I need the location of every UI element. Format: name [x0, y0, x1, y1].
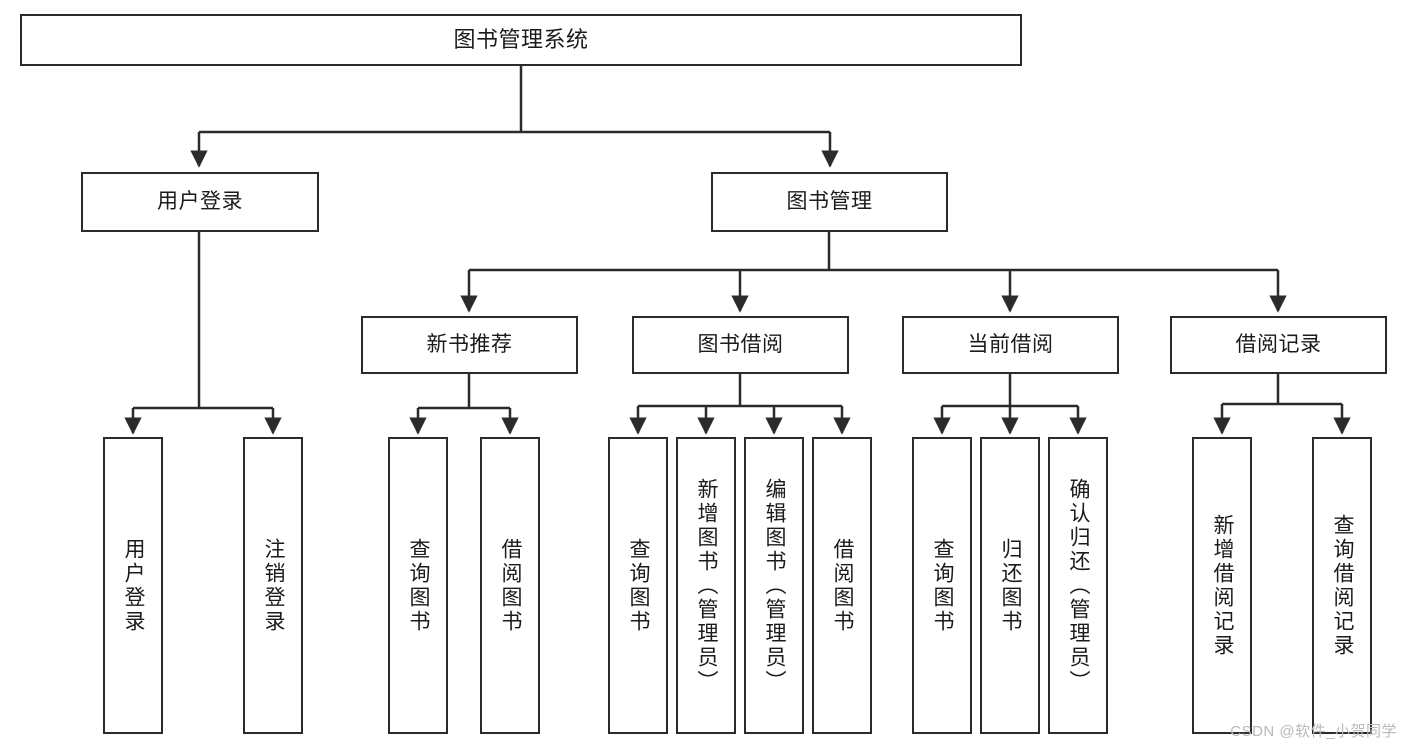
leaf-query-book-recommend[interactable]: 查询图书	[388, 437, 448, 734]
node-root-system[interactable]: 图书管理系统	[20, 14, 1022, 66]
node-label: 图书管理	[786, 189, 873, 213]
leaf-user-login[interactable]: 用户登录	[103, 437, 163, 734]
leaf-add-book-admin[interactable]: 新增图书（管理员）	[676, 437, 736, 734]
node-label: 新书推荐	[426, 332, 513, 356]
node-label: 图书借阅	[697, 332, 784, 356]
node-label: 查询图书	[407, 537, 431, 634]
node-label: 当前借阅	[967, 332, 1054, 356]
node-label: 新增图书（管理员）	[695, 477, 719, 694]
leaf-query-borrow-record[interactable]: 查询借阅记录	[1312, 437, 1372, 734]
node-book-borrow[interactable]: 图书借阅	[632, 316, 849, 374]
node-label: 查询图书	[931, 537, 955, 634]
node-label: 确认归还（管理员）	[1067, 477, 1091, 694]
node-label: 用户登录	[157, 189, 243, 213]
leaf-query-book-current[interactable]: 查询图书	[912, 437, 972, 734]
node-borrow-records[interactable]: 借阅记录	[1170, 316, 1387, 374]
node-new-book-recommend[interactable]: 新书推荐	[361, 316, 578, 374]
node-label: 新增借阅记录	[1211, 513, 1235, 658]
node-current-borrow[interactable]: 当前借阅	[902, 316, 1119, 374]
leaf-add-borrow-record[interactable]: 新增借阅记录	[1192, 437, 1252, 734]
leaf-confirm-return-admin[interactable]: 确认归还（管理员）	[1048, 437, 1108, 734]
leaf-borrow-book[interactable]: 借阅图书	[812, 437, 872, 734]
leaf-borrow-book-recommend[interactable]: 借阅图书	[480, 437, 540, 734]
leaf-edit-book-admin[interactable]: 编辑图书（管理员）	[744, 437, 804, 734]
node-label: 编辑图书（管理员）	[763, 477, 787, 694]
node-user-login[interactable]: 用户登录	[81, 172, 319, 232]
node-label: 注销登录	[262, 537, 286, 634]
node-label: 查询图书	[627, 537, 651, 634]
node-label: 借阅记录	[1235, 332, 1322, 356]
node-label: 归还图书	[999, 537, 1023, 634]
leaf-return-book[interactable]: 归还图书	[980, 437, 1040, 734]
node-book-management[interactable]: 图书管理	[711, 172, 948, 232]
leaf-logout[interactable]: 注销登录	[243, 437, 303, 734]
leaf-query-book-borrow[interactable]: 查询图书	[608, 437, 668, 734]
node-label: 图书管理系统	[453, 27, 589, 53]
node-label: 借阅图书	[831, 537, 855, 634]
node-label: 借阅图书	[499, 537, 523, 634]
node-label: 用户登录	[122, 537, 146, 634]
node-label: 查询借阅记录	[1331, 513, 1355, 658]
csdn-watermark: CSDN @软件_小贺同学	[1230, 723, 1397, 740]
